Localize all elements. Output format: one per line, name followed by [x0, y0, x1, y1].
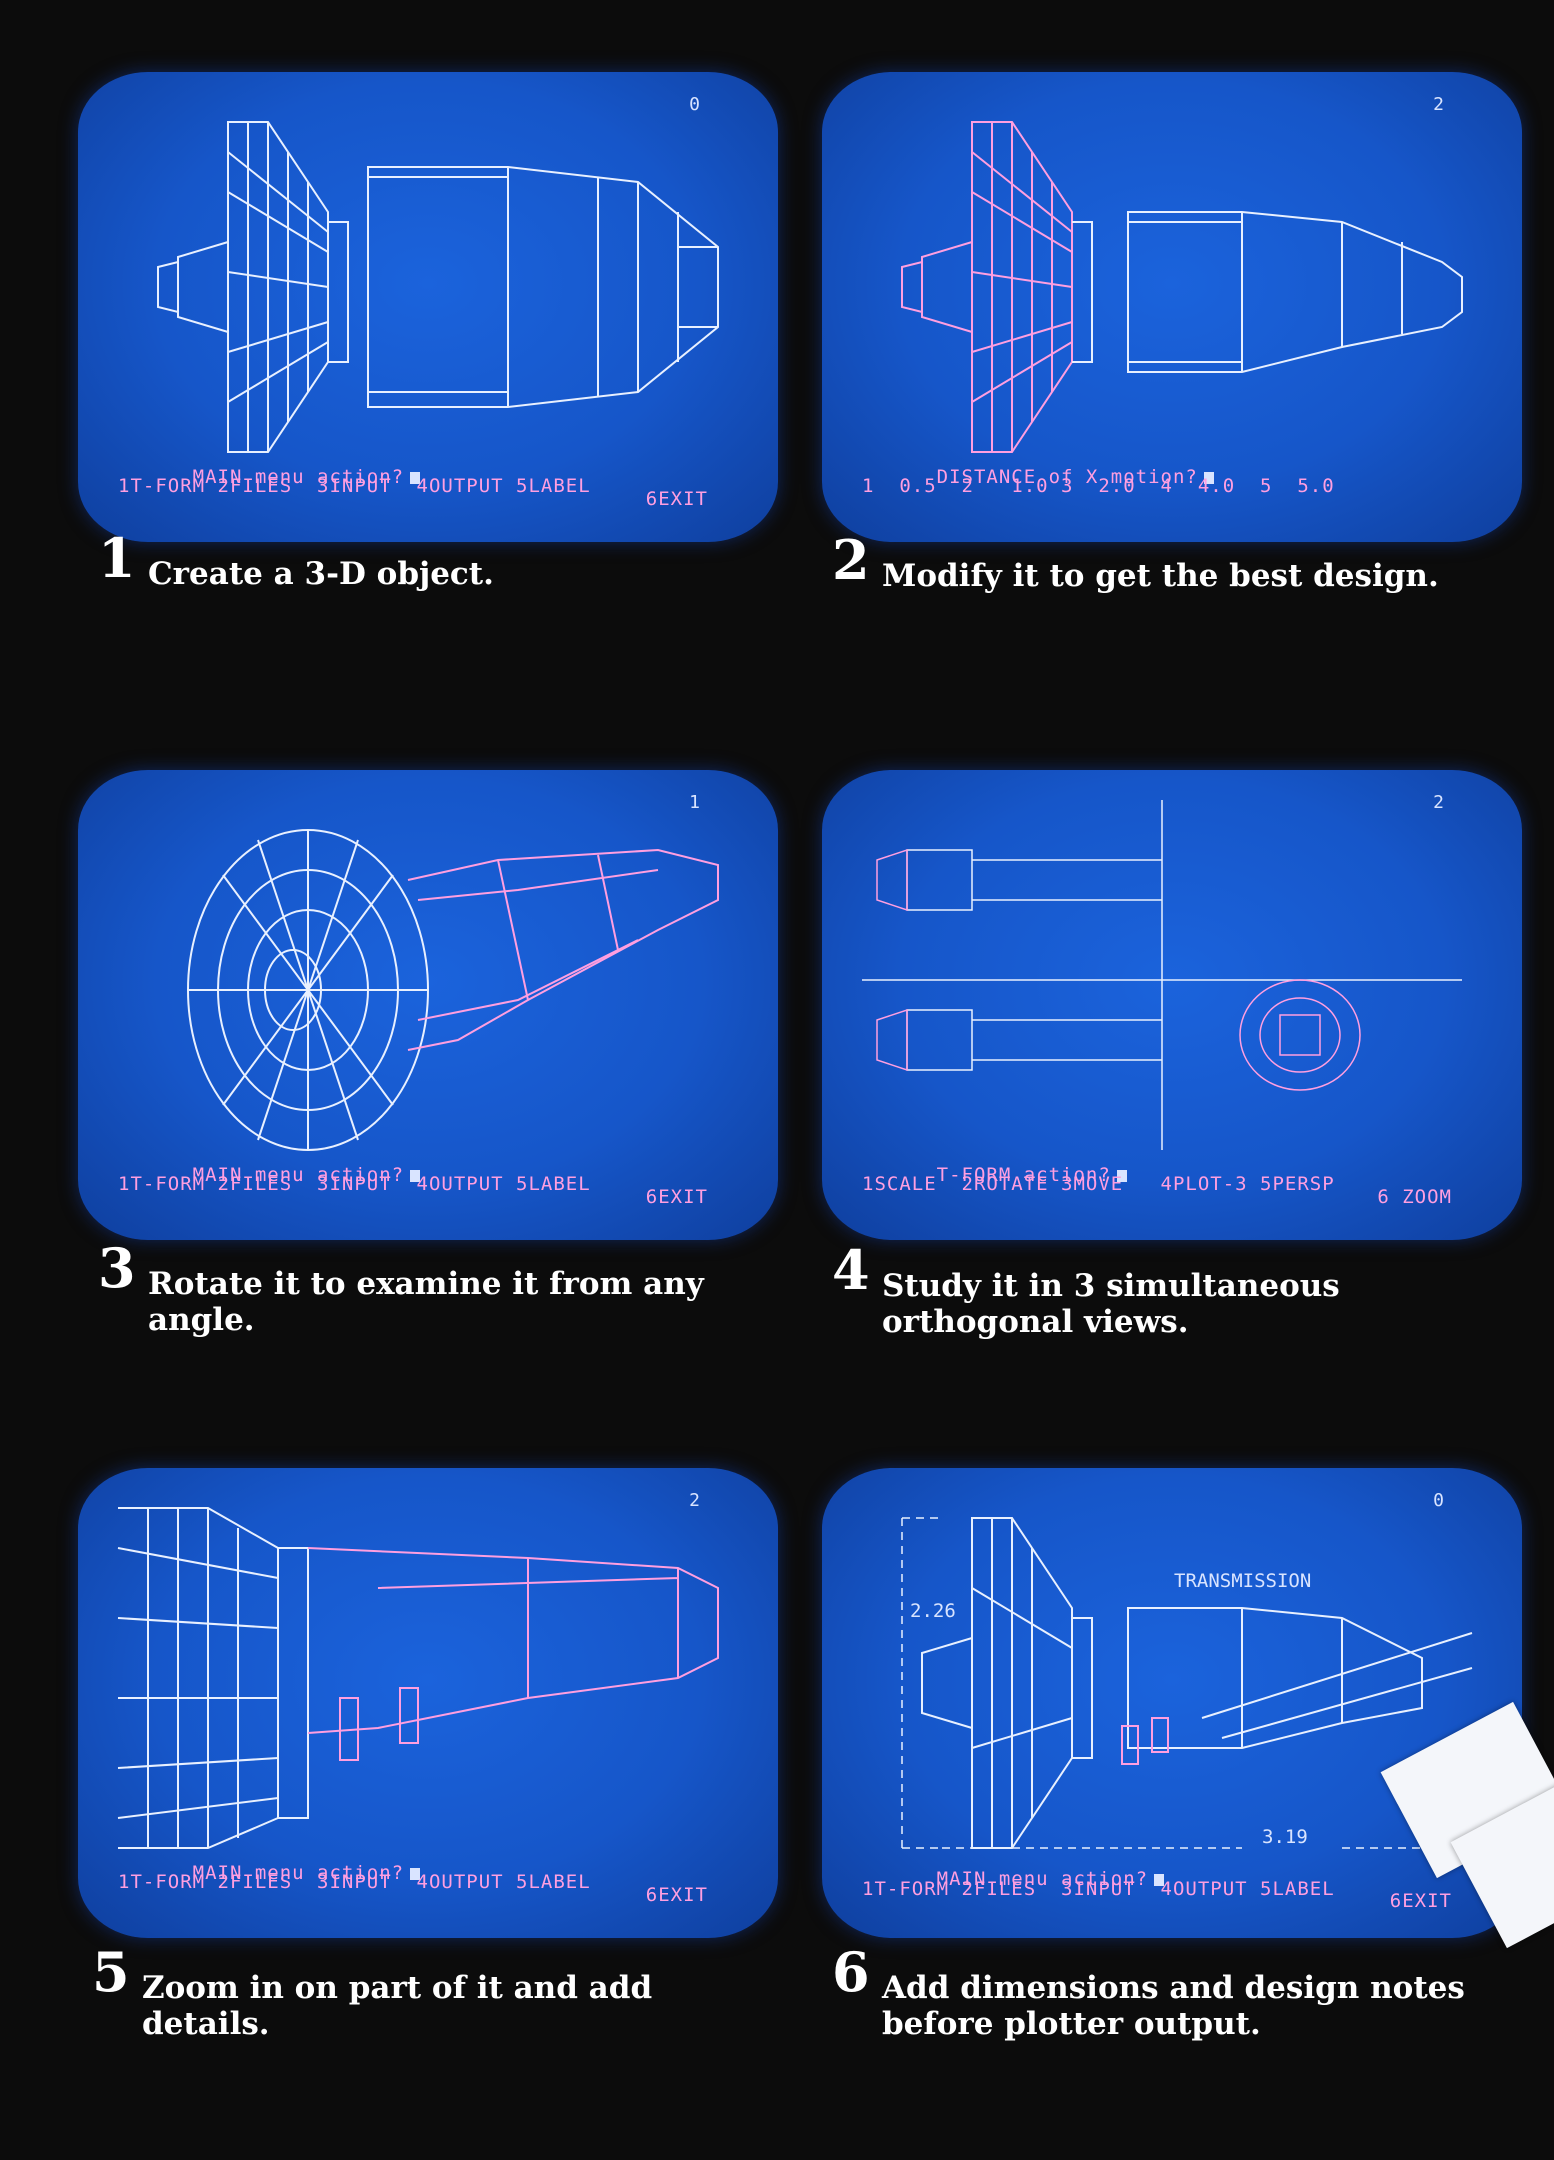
step-number: 3 — [98, 1236, 136, 1300]
menu-prompt-text: MAIN menu action? — [192, 1862, 405, 1884]
menu-prompt: MAIN menu action? 6EXIT — [118, 1840, 738, 1928]
crt-screen-1: 0 MAIN menu action? 6EXIT 1T-FORM 2FILES… — [78, 72, 778, 542]
text-cursor — [1203, 471, 1214, 484]
crt-screen-5: 2 MAIN menu action? 6EXIT 1T-FORM 2FILES… — [78, 1468, 778, 1938]
menu-options[interactable]: 1 0.5 2 1.0 3 2.0 4 4.0 5 5.0 — [862, 475, 1335, 497]
vertical-dimension: 2.26 — [910, 1600, 956, 1622]
crt-screen-2: 2 DISTANCE of X motion? 1 0.5 2 1.0 3 2.… — [822, 72, 1522, 542]
step-text: Add dimensions and design notes before p… — [882, 1970, 1465, 2042]
screen-number: 0 — [689, 94, 700, 115]
menu-prompt: MAIN menu action? 6EXIT — [862, 1846, 1482, 1934]
wireframe-orthogonal-views — [862, 800, 1462, 1150]
wireframe-zoomed-detail — [117, 1507, 719, 1849]
exit-option[interactable]: 6EXIT — [645, 1186, 708, 1208]
menu-options[interactable]: 1T-FORM 2FILES 3INPUT 4OUTPUT 5LABEL — [118, 1871, 591, 1893]
menu-prompt: DISTANCE of X motion? — [862, 444, 1482, 510]
text-cursor — [1154, 1873, 1165, 1886]
crt-screen-4: 2 T-FORM action? 6 ZOOM 1SCALE 2ROTATE 3… — [822, 770, 1522, 1240]
screen-number: 2 — [1433, 792, 1444, 813]
step-text: Rotate it to examine it from any angle. — [148, 1266, 704, 1338]
step-text: Study it in 3 simultaneous orthogonal vi… — [882, 1268, 1340, 1340]
text-cursor — [410, 1169, 421, 1182]
screen-number: 1 — [689, 792, 700, 813]
menu-prompt-text: MAIN menu action? — [936, 1868, 1149, 1890]
exit-option[interactable]: 6EXIT — [645, 1884, 708, 1906]
crt-screen-6: 0 TRANSMISSION 2.26 3.19 MAIN menu actio… — [822, 1468, 1522, 1938]
wireframe-object-1 — [157, 121, 719, 453]
crt-screen-3: 1 MAIN menu action? 6EXIT 1T-FORM 2FILES… — [78, 770, 778, 1240]
step-text: Modify it to get the best design. — [882, 558, 1439, 594]
text-cursor — [1116, 1169, 1127, 1182]
menu-prompt-text: DISTANCE of X motion? — [936, 466, 1198, 488]
step-number: 4 — [832, 1238, 870, 1302]
step-number: 6 — [832, 1940, 870, 2004]
exit-option[interactable]: 6EXIT — [1389, 1890, 1452, 1912]
menu-options[interactable]: 1T-FORM 2FILES 3INPUT 4OUTPUT 5LABEL — [862, 1878, 1335, 1900]
menu-prompt: MAIN menu action? 6EXIT — [118, 1142, 738, 1230]
text-cursor — [410, 471, 421, 484]
horizontal-dimension: 3.19 — [1262, 1826, 1308, 1848]
menu-prompt-text: T-FORM action? — [936, 1164, 1111, 1186]
screen-number: 2 — [1433, 94, 1444, 115]
menu-options[interactable]: 1SCALE 2ROTATE 3MOVE 4PLOT-3 5PERSP — [862, 1173, 1335, 1195]
menu-options[interactable]: 1T-FORM 2FILES 3INPUT 4OUTPUT 5LABEL — [118, 1173, 591, 1195]
menu-prompt: MAIN menu action? 6EXIT — [118, 444, 738, 532]
exit-option[interactable]: 6EXIT — [645, 488, 708, 510]
label-title: TRANSMISSION — [1174, 1570, 1312, 1592]
step-number: 2 — [832, 528, 870, 592]
wireframe-object-2 — [901, 121, 1463, 453]
menu-prompt-text: MAIN menu action? — [192, 1164, 405, 1186]
step-number: 5 — [92, 1940, 130, 2004]
zoom-option[interactable]: 6 ZOOM — [1377, 1186, 1452, 1208]
menu-options[interactable]: 1T-FORM 2FILES 3INPUT 4OUTPUT 5LABEL — [118, 475, 591, 497]
step-text: Zoom in on part of it and add details. — [142, 1970, 653, 2042]
wireframe-dimensioned — [901, 1517, 1473, 1849]
wireframe-object-3 — [187, 829, 719, 1151]
screen-number: 0 — [1433, 1490, 1444, 1511]
menu-prompt: T-FORM action? 6 ZOOM — [862, 1142, 1482, 1230]
text-cursor — [410, 1867, 421, 1880]
screen-number: 2 — [689, 1490, 700, 1511]
step-text: Create a 3-D object. — [148, 556, 494, 592]
menu-prompt-text: MAIN menu action? — [192, 466, 405, 488]
step-number: 1 — [98, 526, 136, 590]
